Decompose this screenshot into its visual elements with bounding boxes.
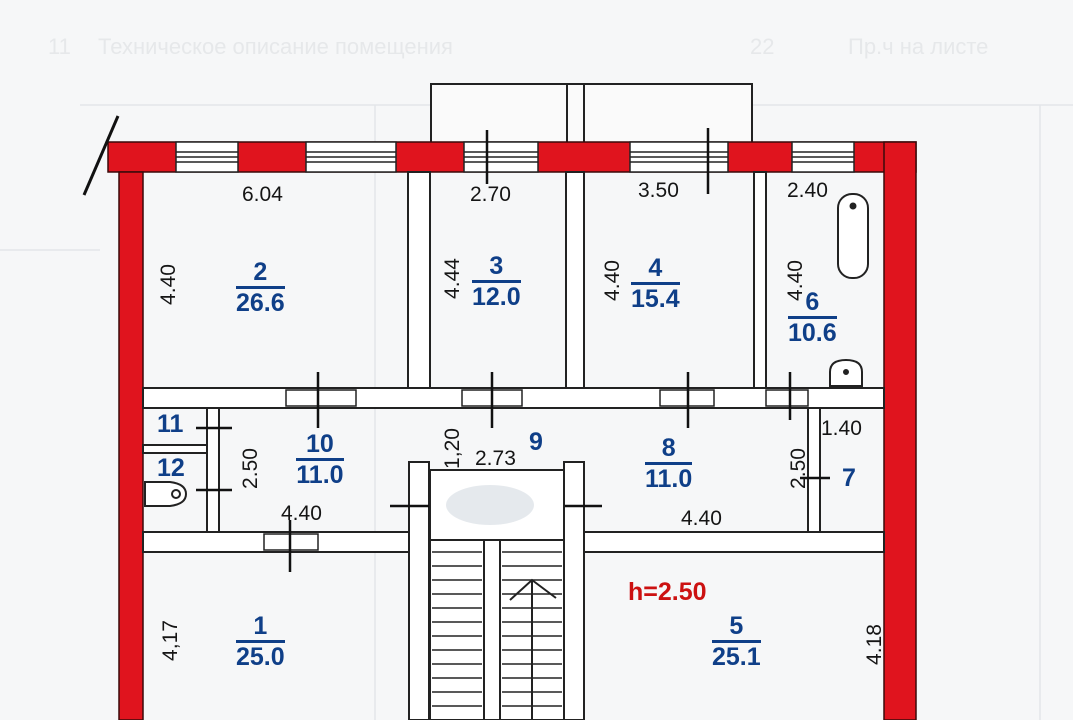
room-9-label: 9 (529, 428, 543, 456)
dim-room8-depth: 2.50 (786, 448, 810, 489)
stair-left-wall (408, 461, 430, 720)
left-wall (118, 171, 144, 720)
room-number: 10 (296, 430, 344, 461)
room-area: 10.6 (788, 319, 837, 347)
room-10-label: 10 11.0 (296, 430, 344, 489)
window-5 (791, 141, 855, 173)
room-number: 6 (788, 288, 837, 319)
ceiling-height-label: h=2.50 (628, 578, 707, 606)
room-number: 3 (472, 252, 521, 283)
room-11-label: 11 (157, 410, 184, 438)
room-number: 4 (631, 254, 680, 285)
bathtub-icon (837, 193, 869, 279)
room-2-label: 2 26.6 (236, 258, 285, 317)
window-3 (463, 141, 539, 173)
room-3-label: 3 12.0 (472, 252, 521, 311)
balcony-door-ticks (485, 128, 710, 194)
wall-11-12 (142, 444, 208, 454)
dim-room10-depth: 2.50 (238, 448, 262, 489)
room-number: 1 (236, 612, 285, 643)
sink-icon (829, 358, 863, 387)
dim-room1-depth: 4,17 (158, 620, 182, 661)
window-4 (629, 141, 729, 173)
room-12-label: 12 (157, 454, 185, 482)
dim-room4-depth: 4.40 (600, 260, 624, 301)
dim-room5-depth: 4.18 (862, 624, 886, 665)
break-line (82, 115, 120, 196)
room-number: 8 (645, 434, 693, 465)
header-index-a: 11 (48, 34, 71, 59)
room-1-label: 1 25.0 (236, 612, 285, 671)
room-7-label: 7 (842, 464, 856, 492)
room-8-label: 8 11.0 (645, 434, 693, 493)
dim-room10-width: 4.40 (281, 502, 322, 525)
dim-room4-width: 3.50 (638, 179, 679, 202)
dim-room3-width: 2.70 (470, 183, 511, 206)
window-1 (175, 141, 239, 173)
room-area: 12.0 (472, 283, 521, 311)
balcony (430, 83, 753, 145)
stair-right-wall (563, 461, 585, 720)
room-area: 11.0 (296, 461, 344, 489)
dim-room8-width: 4.40 (681, 507, 722, 530)
header-index-b: 22 (750, 34, 775, 59)
room-number: 2 (236, 258, 285, 289)
dim-room9-width: 2.73 (475, 447, 516, 470)
room-6-label: 6 10.6 (788, 288, 837, 347)
room-4-label: 4 15.4 (631, 254, 680, 313)
toilet-icon (144, 481, 188, 507)
dim-room9-depth: 1,20 (440, 428, 464, 469)
wall-room5-top (583, 531, 885, 553)
stair-arrow (509, 578, 557, 720)
wall-closets (206, 407, 220, 533)
wall-2-3 (407, 171, 431, 389)
wall-3-4 (565, 171, 585, 389)
room-area: 25.1 (712, 643, 761, 671)
room-area: 25.0 (236, 643, 285, 671)
dim-room3-depth: 4.44 (440, 258, 464, 299)
dim-room2-width: 6.04 (242, 183, 283, 206)
room-area: 15.4 (631, 285, 680, 313)
room-5-label: 5 25.1 (712, 612, 761, 671)
right-wall (883, 141, 917, 720)
wall-room7 (807, 407, 821, 533)
wall-4-6 (753, 171, 767, 389)
dim-room6-width: 2.40 (787, 179, 828, 202)
room-area: 26.6 (236, 289, 285, 317)
header-right-text: Пр.ч на листе (848, 34, 989, 59)
header-left-text: Техническое описание помещения (98, 34, 453, 59)
window-2 (305, 141, 397, 173)
room-number: 5 (712, 612, 761, 643)
windows (175, 141, 855, 173)
room-area: 11.0 (645, 465, 693, 493)
watermark-blob (446, 485, 534, 525)
dim-room2-depth: 4.40 (156, 264, 180, 305)
dim-room7-width: 1.40 (821, 417, 862, 440)
